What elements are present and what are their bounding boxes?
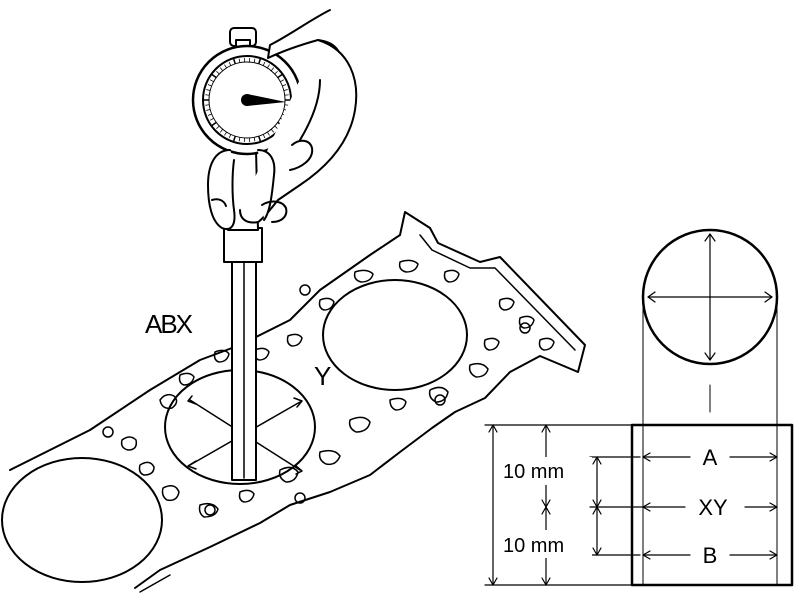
dial-tick [210, 73, 217, 79]
dial-tick [253, 137, 256, 142]
dial-tick [274, 125, 278, 130]
label-abx: ABX [145, 309, 193, 339]
dial-tick [258, 57, 262, 65]
dial-tick [205, 104, 210, 106]
cylinder-block-icon [9, 211, 586, 593]
bore-section [630, 423, 794, 587]
section-label-xy: XY [698, 495, 728, 520]
dial-tick [253, 58, 256, 63]
dial-tick [224, 64, 227, 69]
dim-upper-label: 10 mm [503, 461, 564, 483]
dial-tick [205, 94, 210, 96]
dim-lower-bg [500, 530, 592, 558]
dial-tick [270, 129, 275, 133]
dial-tick [238, 58, 241, 63]
dial-tick [206, 109, 211, 111]
dim-upper-bg [500, 457, 592, 485]
dial-tick [283, 89, 288, 91]
dial-tick [262, 134, 266, 139]
dial-tick [210, 121, 217, 127]
dial-tick [232, 135, 236, 143]
dial-tick [216, 70, 220, 75]
dial-tick [282, 84, 287, 87]
dial-tick [228, 134, 232, 139]
dial-tick [258, 135, 262, 143]
bore-gauge-icon [223, 149, 263, 481]
dial-tick [280, 79, 284, 83]
top-view-arrows [647, 233, 773, 361]
dial-tick [210, 117, 214, 121]
dial-tick [224, 131, 227, 136]
dial-tick [284, 104, 289, 106]
dimension-lines [484, 424, 641, 586]
dial-tick [207, 113, 212, 116]
dial-tick [274, 70, 278, 75]
dial-tick [284, 94, 289, 96]
dial-tick [219, 129, 224, 133]
dial-tick [277, 73, 284, 79]
hand-icon [207, 9, 358, 230]
dial-tick [206, 89, 211, 91]
coolant-passages [102, 259, 555, 518]
dial-tick [267, 64, 270, 69]
section-measure-lines [589, 452, 778, 560]
dial-tick [228, 61, 232, 66]
section-label-b: B [703, 543, 718, 568]
dial-tick [219, 67, 224, 71]
projection-lines [642, 296, 778, 426]
label-y: Y [314, 361, 331, 391]
dial-tick [210, 79, 214, 83]
dial-tick [238, 137, 241, 142]
dial-gauge-icon [191, 27, 303, 156]
dial-tick [262, 61, 266, 66]
dial-tick [232, 57, 236, 65]
bore-left [1, 457, 163, 583]
dial-tick [207, 84, 212, 87]
dial-tick [267, 131, 270, 136]
dial-tick [270, 67, 275, 71]
dial-tick [216, 125, 220, 130]
dim-lower-label: 10 mm [503, 535, 564, 557]
bore-right [322, 279, 468, 391]
section-label-a: A [703, 445, 718, 470]
